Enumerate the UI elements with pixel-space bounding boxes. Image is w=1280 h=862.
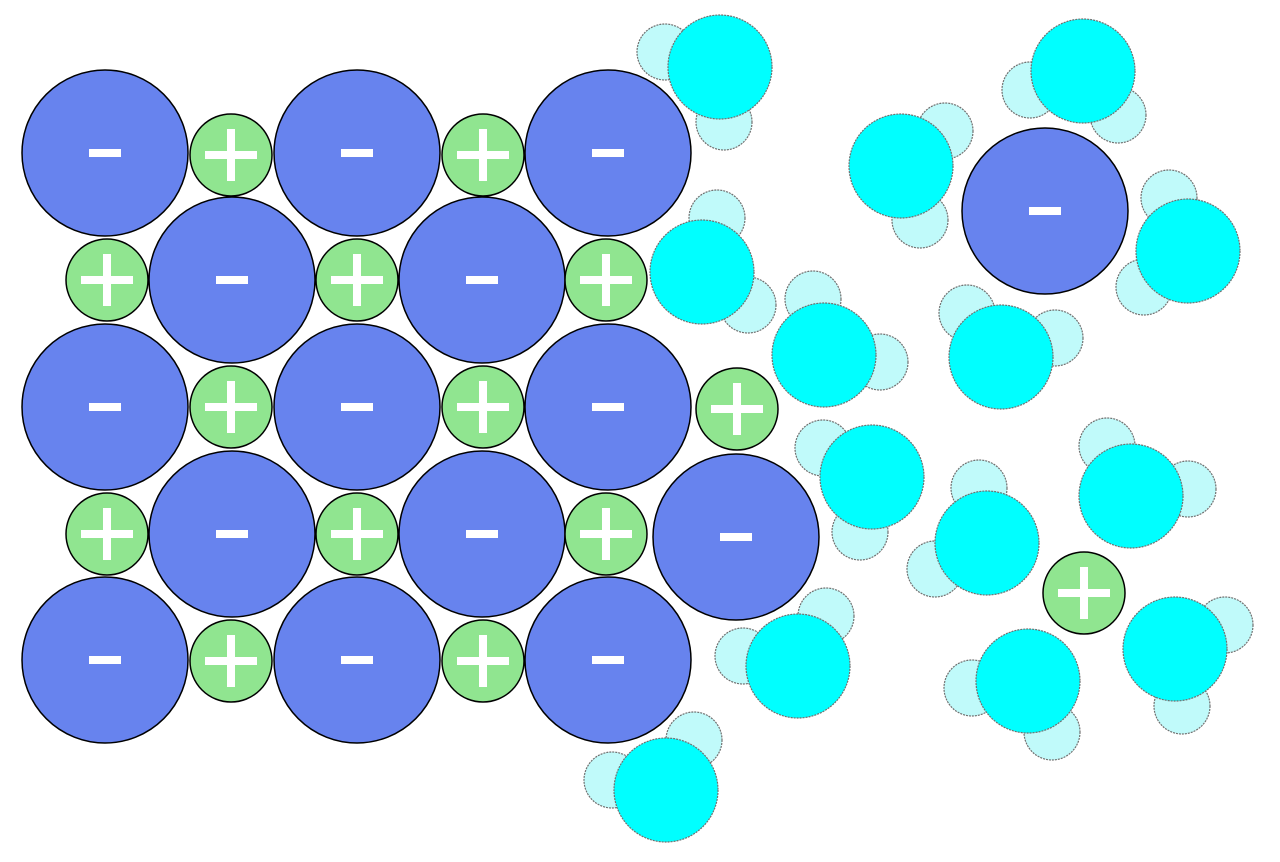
anion: -: [21, 323, 189, 491]
plus-sign-icon: [711, 383, 763, 435]
oxygen-atom: [613, 737, 719, 843]
oxygen-atom: [975, 628, 1081, 734]
minus-sign-icon: [466, 530, 498, 538]
water-molecule: [771, 270, 909, 408]
minus-sign-icon: [592, 149, 624, 157]
oxygen-atom: [848, 113, 954, 219]
anion: -: [524, 69, 692, 237]
plus-sign-icon: [81, 508, 133, 560]
minus-sign-icon: [341, 403, 373, 411]
water-molecule: [636, 14, 773, 151]
minus-sign-icon: [216, 530, 248, 538]
cation: +: [441, 619, 525, 703]
ions: ---------------++++++++++++++: [21, 69, 1129, 744]
anion: -: [652, 453, 820, 621]
cation: +: [315, 238, 399, 322]
anion: -: [524, 576, 692, 744]
plus-sign-icon: [580, 508, 632, 560]
anion: -: [273, 576, 441, 744]
water-molecule: [943, 628, 1081, 761]
water-molecules: [583, 14, 1254, 843]
plus-sign-icon: [331, 254, 383, 306]
cation: +: [189, 619, 273, 703]
anion: -: [398, 196, 566, 364]
cation: +: [441, 113, 525, 197]
cation: +: [695, 367, 779, 451]
water-molecule: [1115, 169, 1241, 316]
cation: +: [441, 365, 525, 449]
minus-sign-icon: [216, 276, 248, 284]
plus-sign-icon: [205, 129, 257, 181]
minus-sign-icon: [592, 656, 624, 664]
water-molecule: [794, 419, 925, 561]
oxygen-atom: [1135, 198, 1241, 304]
cation: +: [189, 113, 273, 197]
water-molecule: [714, 587, 855, 719]
minus-sign-icon: [466, 276, 498, 284]
oxygen-atom: [771, 302, 877, 408]
anion: -: [273, 69, 441, 237]
minus-sign-icon: [89, 149, 121, 157]
anion: -: [148, 450, 316, 618]
minus-sign-icon: [1029, 207, 1061, 215]
cation: +: [189, 365, 273, 449]
water-molecule: [1078, 417, 1217, 549]
anion: -: [273, 323, 441, 491]
cation: +: [564, 238, 648, 322]
plus-sign-icon: [580, 254, 632, 306]
anion: -: [21, 69, 189, 237]
water-molecule: [938, 284, 1084, 410]
oxygen-atom: [667, 14, 773, 120]
anion: -: [148, 196, 316, 364]
minus-sign-icon: [89, 656, 121, 664]
oxygen-atom: [819, 424, 925, 530]
plus-sign-icon: [457, 381, 509, 433]
free-anion: -: [961, 127, 1129, 295]
minus-sign-icon: [341, 149, 373, 157]
oxygen-atom: [1078, 443, 1184, 549]
plus-sign-icon: [1058, 567, 1110, 619]
water-molecule: [848, 102, 974, 249]
plus-sign-icon: [331, 508, 383, 560]
oxygen-atom: [948, 304, 1054, 410]
anion: -: [524, 323, 692, 491]
minus-sign-icon: [592, 403, 624, 411]
plus-sign-icon: [205, 381, 257, 433]
anion: -: [21, 576, 189, 744]
cation: +: [315, 492, 399, 576]
minus-sign-icon: [89, 403, 121, 411]
anion: -: [398, 450, 566, 618]
oxygen-atom: [1030, 18, 1136, 124]
oxygen-atom: [745, 613, 851, 719]
plus-sign-icon: [457, 129, 509, 181]
plus-sign-icon: [457, 635, 509, 687]
water-molecule: [649, 189, 777, 334]
water-molecule: [906, 459, 1040, 598]
oxygen-atom: [649, 219, 755, 325]
plus-sign-icon: [205, 635, 257, 687]
cation: +: [65, 492, 149, 576]
water-molecule: [1122, 596, 1254, 735]
water-molecule: [1001, 18, 1147, 144]
minus-sign-icon: [341, 656, 373, 664]
cation: +: [65, 238, 149, 322]
oxygen-atom: [934, 490, 1040, 596]
plus-sign-icon: [81, 254, 133, 306]
oxygen-atom: [1122, 596, 1228, 702]
minus-sign-icon: [720, 533, 752, 541]
cation: +: [564, 492, 648, 576]
water-molecule: [583, 711, 723, 843]
free-cation: +: [1042, 551, 1126, 635]
